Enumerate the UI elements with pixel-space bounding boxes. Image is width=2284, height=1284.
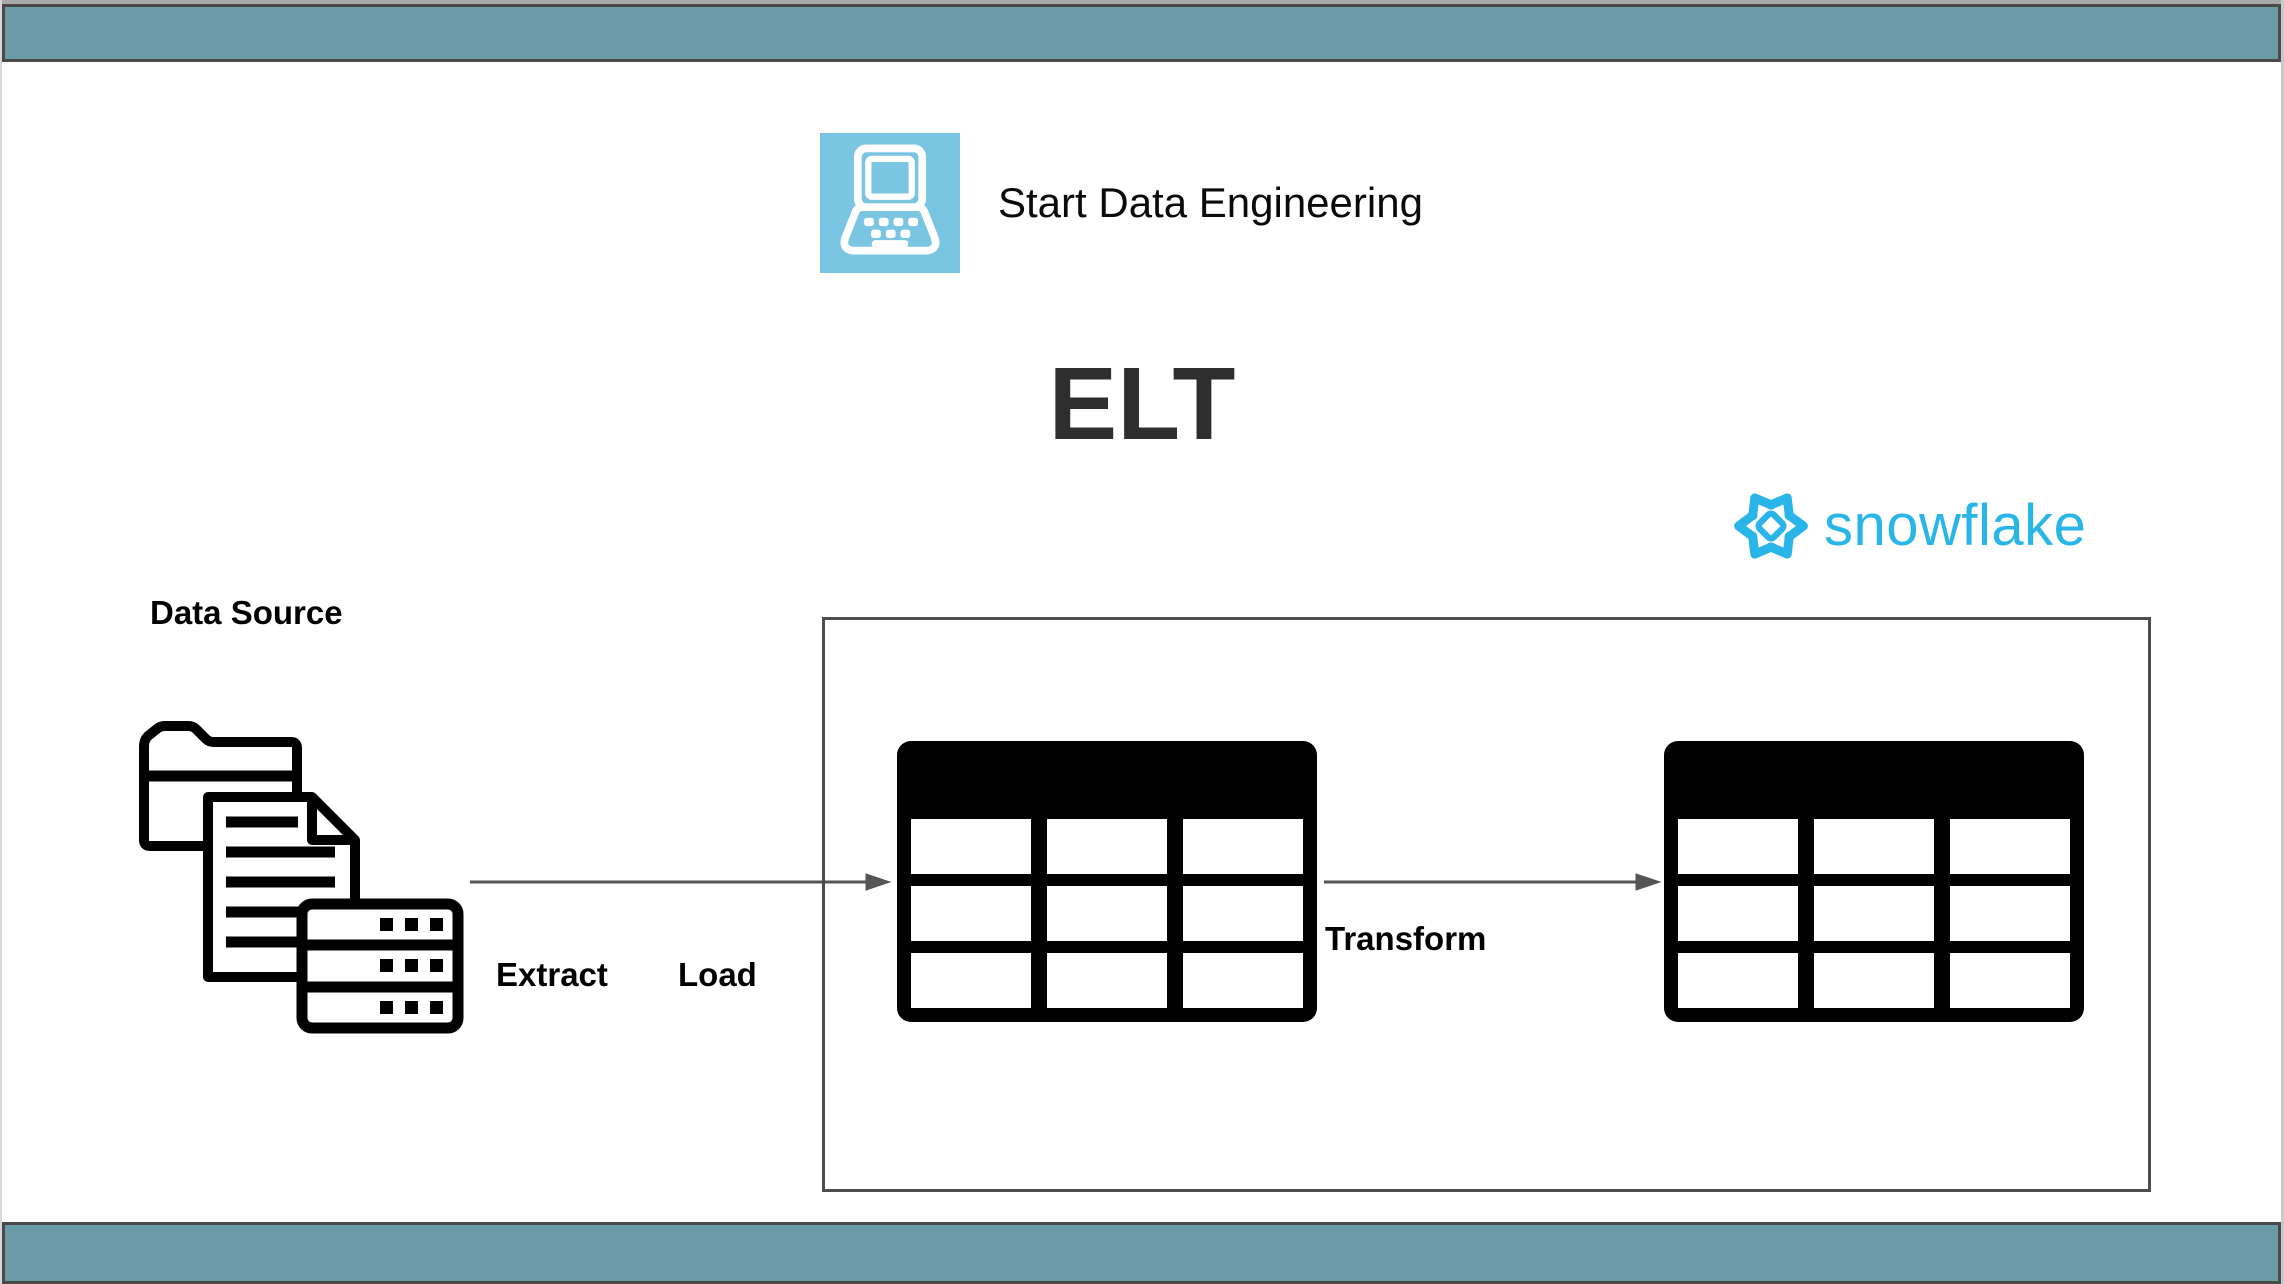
transform-arrow xyxy=(1324,873,1662,891)
data-source-label: Data Source xyxy=(150,594,343,631)
transform-label: Transform xyxy=(1325,920,1487,957)
server-icon xyxy=(296,898,464,1034)
top-banner-bar xyxy=(2,4,2281,62)
raw-table-icon xyxy=(897,741,1317,1022)
load-label: Load xyxy=(678,956,757,993)
transformed-table-icon xyxy=(1664,741,2084,1022)
snowflake-logo: snowflake xyxy=(1726,480,2086,572)
data-source-icons xyxy=(139,721,464,1034)
slide-frame-right xyxy=(2281,0,2284,1284)
page-title: ELT xyxy=(1048,346,1236,461)
slide-frame-top xyxy=(0,0,2284,4)
brand-name: Start Data Engineering xyxy=(998,179,1423,226)
slide-frame-left xyxy=(0,0,2,1284)
snowflake-icon xyxy=(1734,493,1808,559)
extract-load-arrow xyxy=(470,873,892,891)
warehouse-boundary-box xyxy=(822,617,2151,1192)
brand-logo xyxy=(820,133,960,273)
snowflake-wordmark: snowflake xyxy=(1824,493,2087,558)
laptop-icon xyxy=(820,133,960,273)
extract-label: Extract xyxy=(496,956,608,993)
bottom-banner-bar xyxy=(2,1222,2281,1284)
